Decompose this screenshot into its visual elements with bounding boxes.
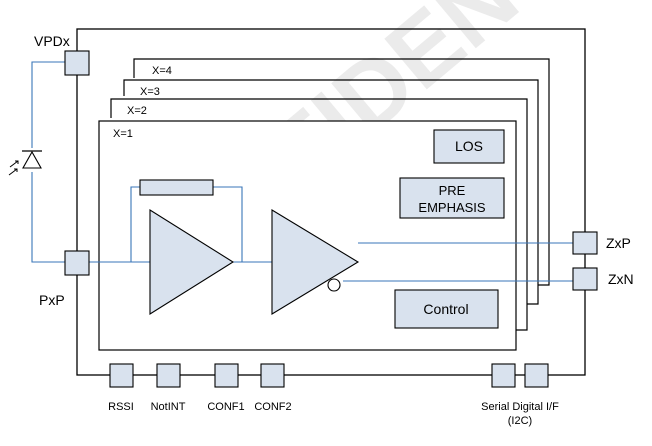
vpd-to-photodiode-wire [31,61,65,148]
channel-label-x2: X=2 [127,105,147,117]
channel-label-x3: X=3 [140,86,160,98]
pin-label-zxp: ZxP [606,235,631,251]
los-label: LOS [455,138,483,154]
pad-conf1 [214,363,239,388]
pin-label-serial-line1: Serial Digital I/F [481,401,559,413]
pad-pxp [64,250,90,276]
pin-label-notint: NotINT [151,401,186,413]
resistor-icon [139,179,214,196]
feedback-in-wire [130,186,140,262]
pin-label-rssi: RSSI [108,401,134,413]
pre-emphasis-label-line2: EMPHASIS [418,200,486,215]
control-block: Control [394,289,499,329]
pad-serial-2 [524,363,549,388]
pad-zxp [572,231,598,255]
pad-serial-1 [491,363,516,388]
channel-label-x1: X=1 [113,128,133,140]
pre-emphasis-block: PRE EMPHASIS [399,177,505,219]
inverting-output-bubble-icon [327,278,341,292]
pre-emphasis-label-line1: PRE [439,183,466,198]
los-block: LOS [433,129,505,164]
chip-outline [76,28,586,376]
signal-wires [31,61,573,282]
channel-label-x4: X=4 [152,65,172,77]
photodiode-to-pxp-wire [31,172,65,263]
pin-label-conf1: CONF1 [207,401,244,413]
feedback-out-wire [213,186,243,262]
limiting-amplifier-icon [271,209,360,315]
pad-vpdx [64,50,90,76]
control-label: Control [423,301,468,317]
channel-frame-x2 [110,98,528,331]
pad-notint [156,363,181,388]
pad-rssi [109,363,134,388]
channel-frame-x3 [123,79,539,305]
pin-label-pxp: PxP [39,292,65,308]
pin-label-conf2: CONF2 [254,401,291,413]
pin-label-serial-line2: (I2C) [508,415,532,427]
pin-label-zxn: ZxN [608,271,634,287]
photodiode-icon [8,150,42,176]
pad-conf2 [260,363,285,388]
tia-amplifier-icon [149,209,235,315]
pad-zxn [572,267,598,291]
channel-frame-x4 [133,58,550,286]
pin-label-vpdx: VPDx [34,33,70,49]
